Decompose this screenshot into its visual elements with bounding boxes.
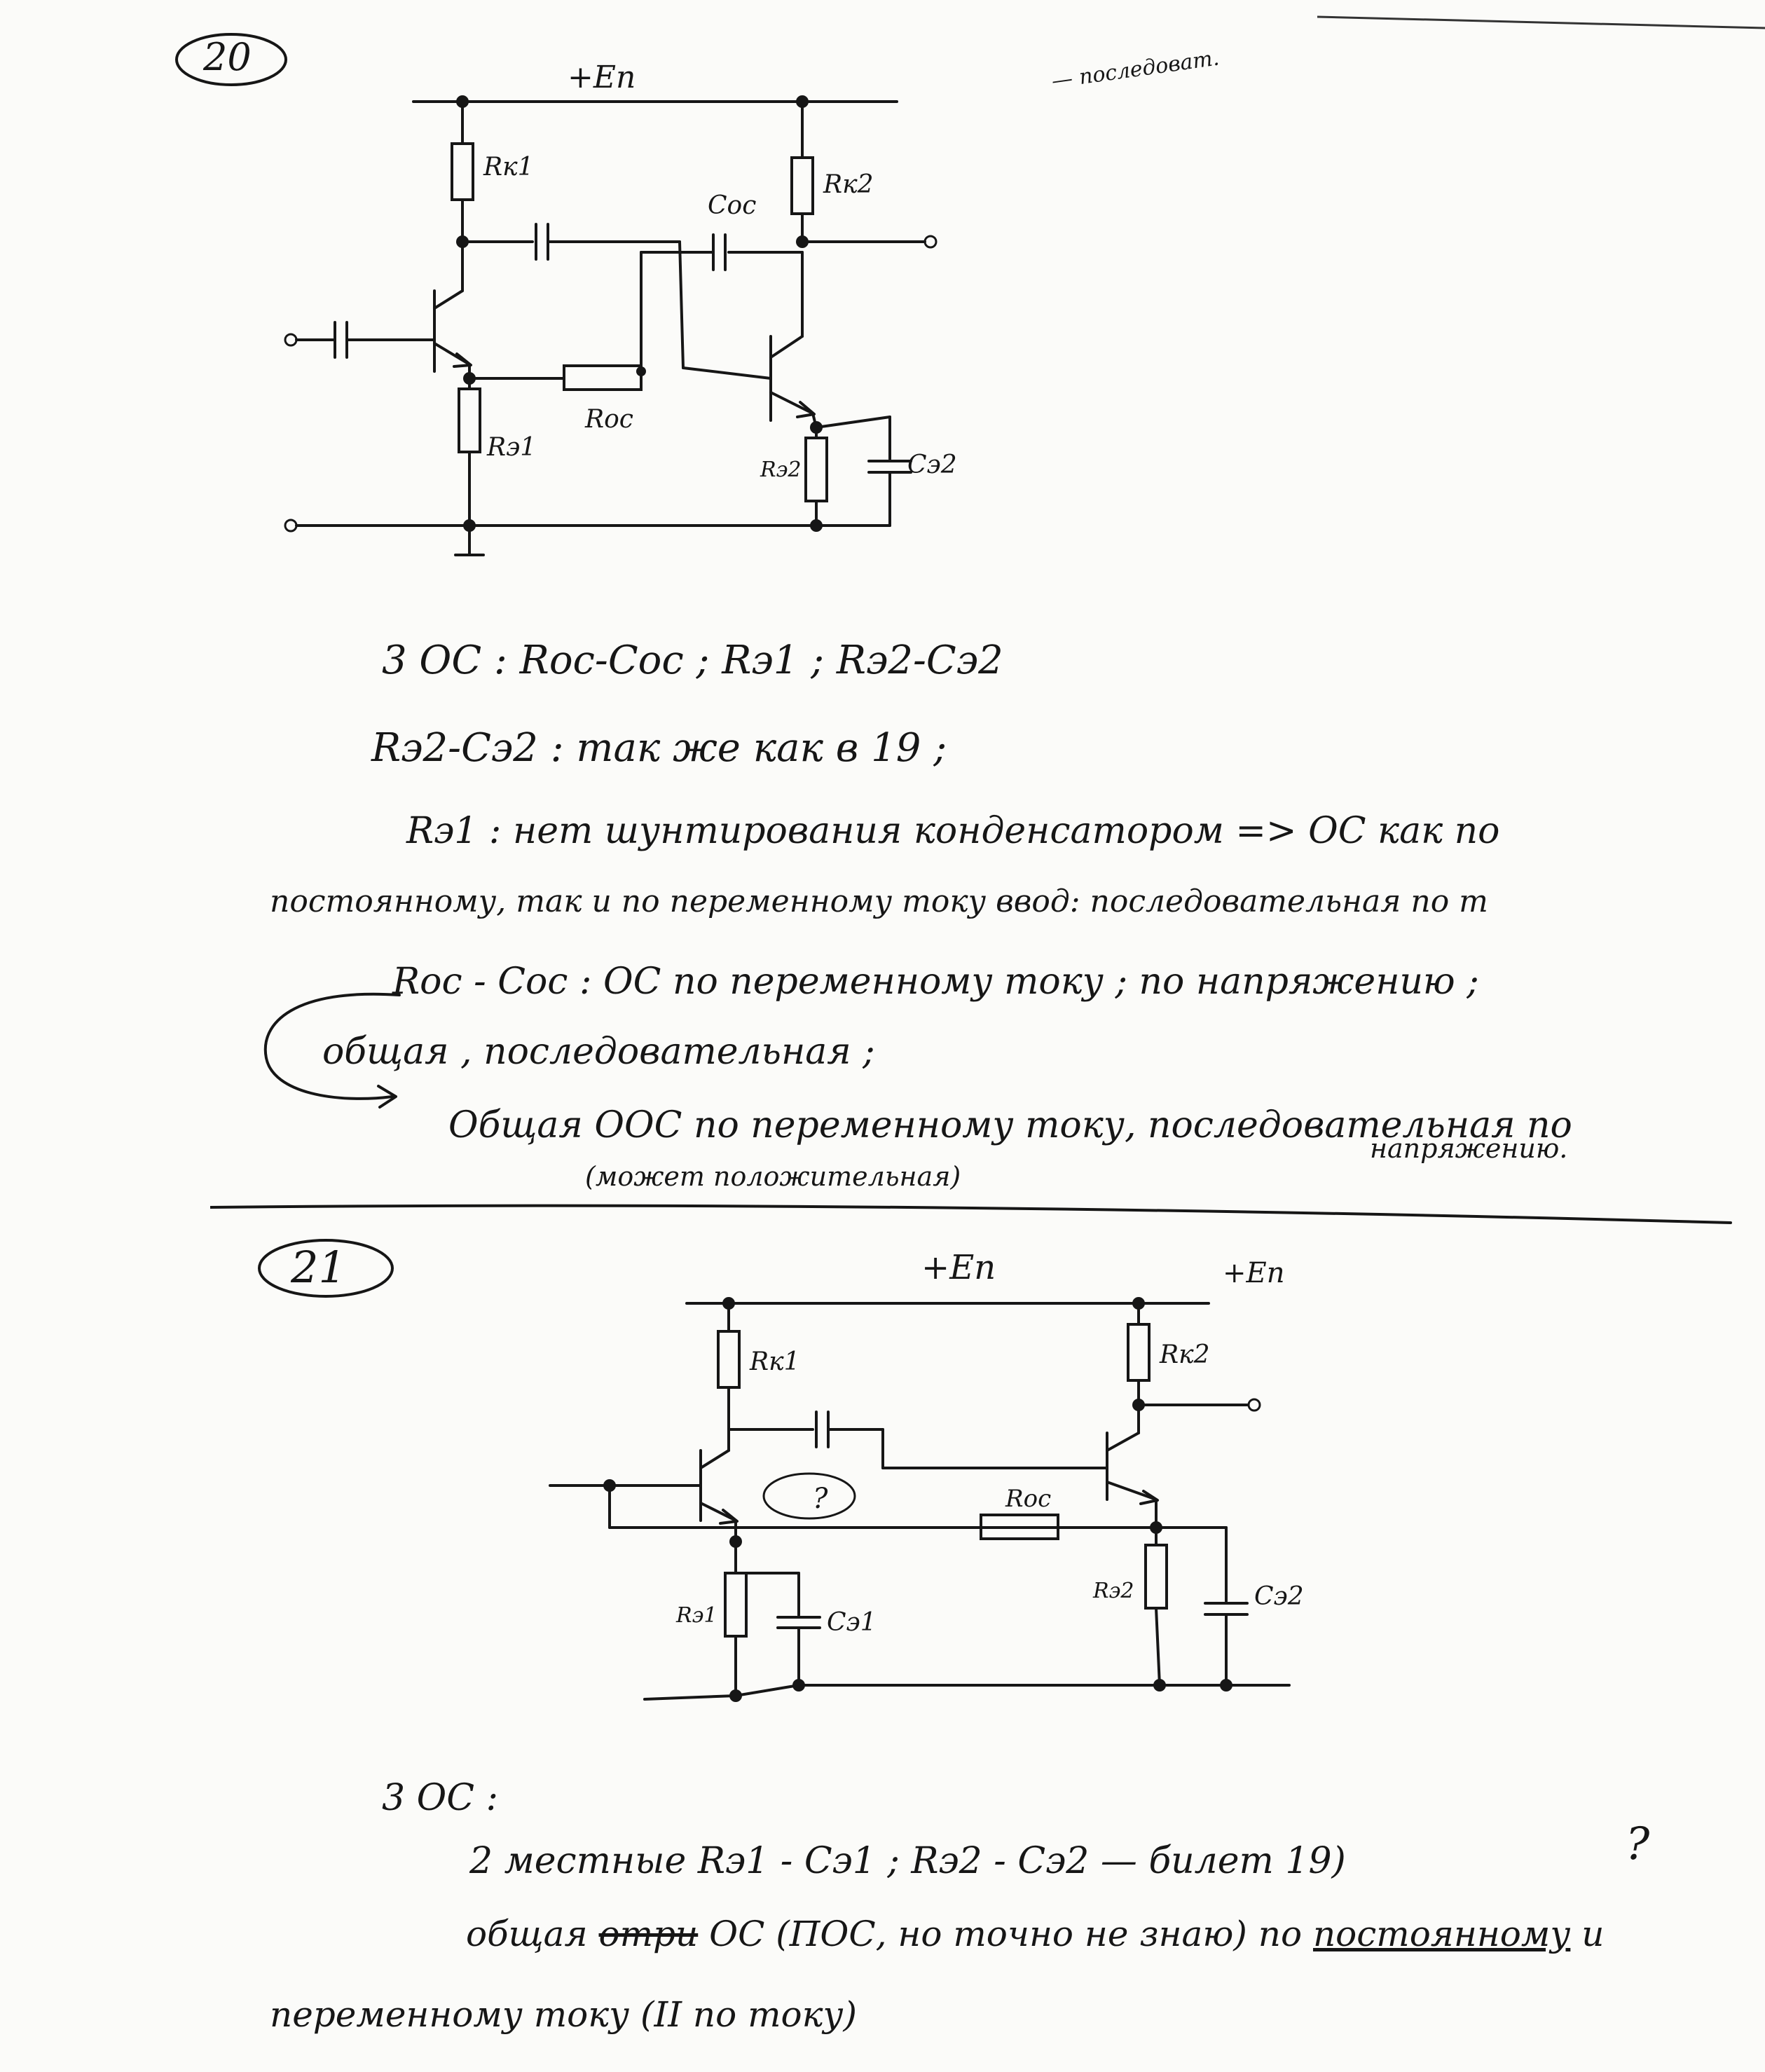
problem-21-number-oval: [258, 1239, 394, 1298]
note-20-line-9: (может положительная): [585, 1161, 961, 1192]
problem-20-number-oval: [175, 33, 287, 86]
note-20-line-5: Rос - Cос : ОС по переменному току ; по …: [392, 961, 1479, 1003]
label-supply2-21: +Eп: [1223, 1257, 1284, 1289]
note-21-line-3-c: и: [1581, 1914, 1605, 1954]
label-rk1-21: Rк1: [749, 1347, 800, 1376]
note-21-line-3-a: общая: [466, 1914, 588, 1954]
label-supply-21: +Eп: [921, 1248, 996, 1287]
label-re1-21: Rэ1: [675, 1603, 717, 1628]
problem-20-number: 20: [203, 35, 252, 79]
label-coc-20: Cос: [708, 191, 756, 220]
label-rk2-20: Rк2: [823, 170, 874, 199]
label-rk2-21: Rк2: [1159, 1340, 1210, 1369]
note-21-line-3-underlined: постоянному: [1312, 1914, 1571, 1954]
note-20-line-3: Rэ1 : нет шунтирования конденсатором => …: [406, 810, 1500, 852]
problem-21-number: 21: [291, 1242, 346, 1293]
note-20-line-6: общая , последовательная ;: [322, 1031, 875, 1073]
note-20-line-2: Rэ2-Cэ2 : так же как в 19 ;: [371, 725, 947, 771]
note-20-line-4: постоянному, так и по переменному току в…: [270, 884, 1488, 919]
label-roc-21: Rос: [1005, 1485, 1051, 1513]
label-ce2-21: Cэ2: [1254, 1582, 1304, 1611]
label-ce2-20: Cэ2: [907, 451, 957, 479]
curved-arrow: [263, 992, 401, 1109]
label-re2-20: Rэ2: [760, 458, 801, 482]
note-21-line-3-struck: отри: [598, 1914, 699, 1954]
label-re2-21: Rэ2: [1092, 1579, 1134, 1603]
label-roc-20: Rос: [584, 405, 633, 434]
circuit-21: ? +Eп +Eп Rк1 Rк2 Rос Rэ1 Cэ1 Rэ2 Cэ2: [549, 1248, 1304, 1702]
side-note-20: — последоват.: [1050, 46, 1221, 94]
label-re1-20: Rэ1: [486, 433, 536, 462]
note-21-line-3: общая отри ОС (ПОС, но точно не знаю) по…: [466, 1916, 1604, 1951]
circuit-20: +Eп Rк1 Rк2 Cос Rос Rэ1 Rэ2 Cэ2: [284, 60, 957, 556]
note-21-big-question: ?: [1626, 1818, 1650, 1870]
note-20-line-1: 3 ОС : Rос-Cос ; Rэ1 ; Rэ2-Cэ2: [382, 638, 1003, 683]
note-21-line-1: 3 ОС :: [382, 1777, 499, 1819]
note-20-line-7: Общая ООС по переменному току, последова…: [448, 1104, 1572, 1146]
label-ce1-21: Cэ1: [827, 1608, 877, 1637]
label-rk1-20: Rк1: [483, 153, 534, 181]
note-21-line-4: переменному току (II по току): [270, 1994, 858, 2035]
label-supply-20: +Eп: [568, 60, 636, 95]
question-mark-21: ?: [813, 1483, 828, 1515]
top-rule: [1317, 15, 1765, 29]
note-20-line-8: напряжению.: [1370, 1133, 1568, 1164]
section-divider: [210, 1204, 1732, 1224]
note-21-line-2: 2 местные Rэ1 - Cэ1 ; Rэ2 - Cэ2 — билет …: [469, 1840, 1346, 1882]
note-21-line-3-b: ОС (ПОС, но точно не знаю) по: [709, 1914, 1303, 1954]
